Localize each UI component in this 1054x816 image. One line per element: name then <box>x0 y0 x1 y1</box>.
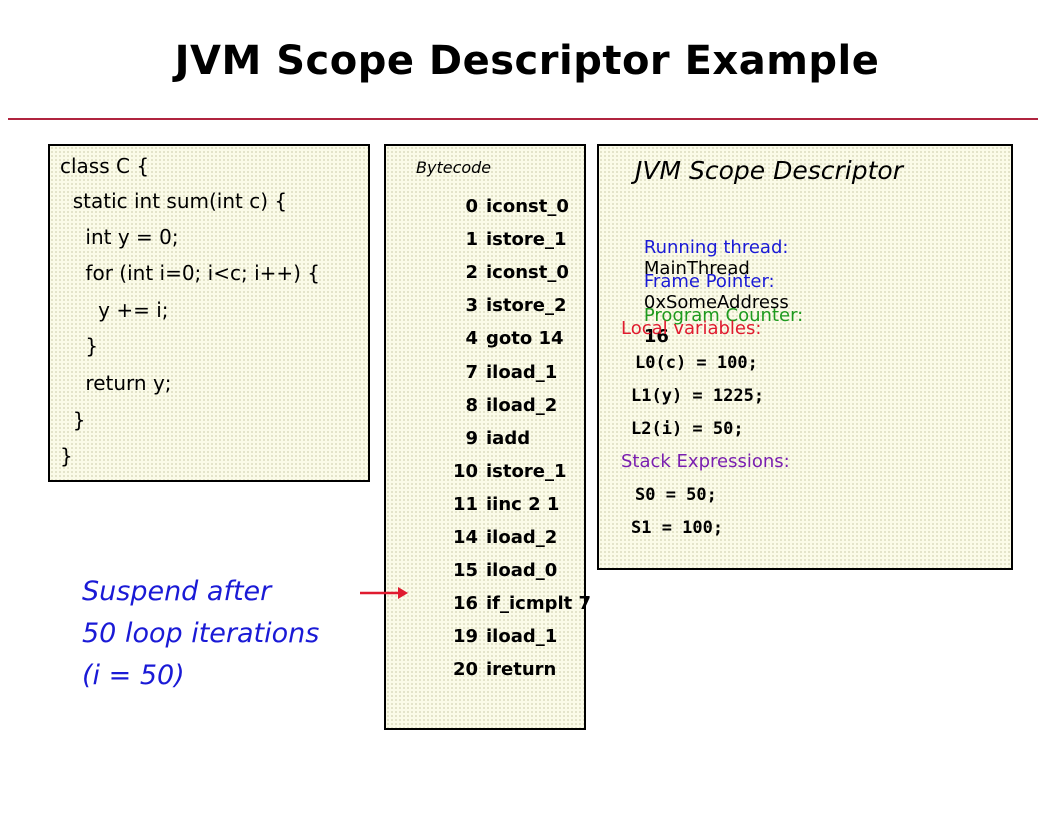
stack-expressions-label: Stack Expressions: <box>621 451 790 472</box>
bytecode-op: iconst_0 <box>486 262 569 283</box>
bytecode-offset: 15 <box>452 560 478 581</box>
bytecode-instruction: 19 iload_1 <box>386 626 557 647</box>
bytecode-op: iload_1 <box>486 626 558 647</box>
code-line: for (int i=0; i<c; i++) { <box>60 261 321 285</box>
bytecode-instruction: 15 iload_0 <box>386 560 557 581</box>
bytecode-instruction: 1 istore_1 <box>386 229 566 250</box>
local-variables-label: Local variables: <box>621 318 762 339</box>
bytecode-offset: 9 <box>465 428 478 449</box>
suspend-note-line: (i = 50) <box>82 660 185 691</box>
running-thread-label: Running thread: <box>643 237 789 258</box>
bytecode-offset: 10 <box>452 461 478 482</box>
bytecode-op: iload_1 <box>486 362 558 383</box>
bytecode-offset: 8 <box>465 395 478 416</box>
bytecode-offset: 4 <box>465 328 478 349</box>
bytecode-op: goto 14 <box>486 328 564 349</box>
local-variable: L0(c) = 100; <box>635 353 758 373</box>
bytecode-instruction: 16 if_icmplt 7 <box>386 593 591 614</box>
bytecode-op: iload_2 <box>486 527 558 548</box>
bytecode-offset: 3 <box>465 295 478 316</box>
suspend-note-line: 50 loop iterations <box>82 618 320 649</box>
bytecode-op: istore_1 <box>486 461 567 482</box>
scope-descriptor-panel: JVM Scope Descriptor Running thread: Mai… <box>597 144 1013 570</box>
bytecode-op: istore_1 <box>486 229 567 250</box>
bytecode-instruction: 9 iadd <box>386 428 530 449</box>
bytecode-instruction: 2 iconst_0 <box>386 262 568 283</box>
bytecode-instruction: 0 iconst_0 <box>386 196 568 217</box>
code-line: } <box>60 444 73 468</box>
bytecode-offset: 7 <box>465 362 478 383</box>
bytecode-instruction: 7 iload_1 <box>386 362 557 383</box>
code-line: class C { <box>60 154 150 178</box>
bytecode-offset: 0 <box>465 196 478 217</box>
bytecode-op: iload_0 <box>486 560 558 581</box>
bytecode-op: iload_2 <box>486 395 558 416</box>
stack-expression: S0 = 50; <box>635 485 717 505</box>
running-thread-row: Running thread: MainThread <box>621 216 789 300</box>
code-line: } <box>60 408 86 432</box>
code-line: int y = 0; <box>60 225 179 249</box>
code-line: y += i; <box>60 298 169 322</box>
code-line: static int sum(int c) { <box>60 189 288 213</box>
bytecode-op: istore_2 <box>486 295 567 316</box>
bytecode-instruction: 4 goto 14 <box>386 328 563 349</box>
code-line: return y; <box>60 371 172 395</box>
source-code-panel: class C { static int sum(int c) { int y … <box>48 144 370 482</box>
bytecode-offset: 16 <box>452 593 478 614</box>
frame-pointer-label: Frame Pointer: <box>643 271 775 292</box>
bytecode-offset: 1 <box>465 229 478 250</box>
running-thread-value: MainThread <box>643 258 750 279</box>
code-line: } <box>60 334 99 358</box>
descriptor-title: JVM Scope Descriptor <box>635 156 903 185</box>
frame-pointer-value: 0xSomeAddress <box>643 292 789 313</box>
program-counter-value: 16 <box>643 326 669 347</box>
bytecode-instruction: 10 istore_1 <box>386 461 567 482</box>
bytecode-offset: 20 <box>452 659 478 680</box>
frame-pointer-row: Frame Pointer: 0xSomeAddress <box>621 250 789 334</box>
program-counter-row: Program Counter: 16 <box>621 284 803 368</box>
bytecode-instruction: 3 istore_2 <box>386 295 566 316</box>
bytecode-op: iconst_0 <box>486 196 569 217</box>
stack-expression: S1 = 100; <box>631 518 724 538</box>
suspend-arrow-icon <box>360 587 408 599</box>
bytecode-instruction: 8 iload_2 <box>386 395 557 416</box>
bytecode-op: ireturn <box>486 659 557 680</box>
local-variable: L1(y) = 1225; <box>631 386 765 406</box>
bytecode-offset: 14 <box>452 527 478 548</box>
bytecode-offset: 19 <box>452 626 478 647</box>
bytecode-op: iinc 2 1 <box>486 494 560 515</box>
title-divider <box>8 118 1038 120</box>
program-counter-label: Program Counter: <box>643 305 804 326</box>
bytecode-panel: Bytecode 0 iconst_0 1 istore_1 2 iconst_0 3 ist… <box>384 144 591 730</box>
bytecode-instruction: 20 ireturn <box>386 659 556 680</box>
bytecode-header: Bytecode <box>416 158 492 177</box>
bytecode-offset: 11 <box>452 494 478 515</box>
suspend-note-line: Suspend after <box>82 576 272 607</box>
slide-title: JVM Scope Descriptor Example <box>174 38 880 84</box>
bytecode-offset: 2 <box>465 262 478 283</box>
bytecode-op: if_icmplt 7 <box>486 593 592 614</box>
bytecode-instruction: 14 iload_2 <box>386 527 557 548</box>
local-variable: L2(i) = 50; <box>631 419 744 439</box>
bytecode-instruction: 11 iinc 2 1 <box>386 494 559 515</box>
bytecode-op: iadd <box>486 428 531 449</box>
